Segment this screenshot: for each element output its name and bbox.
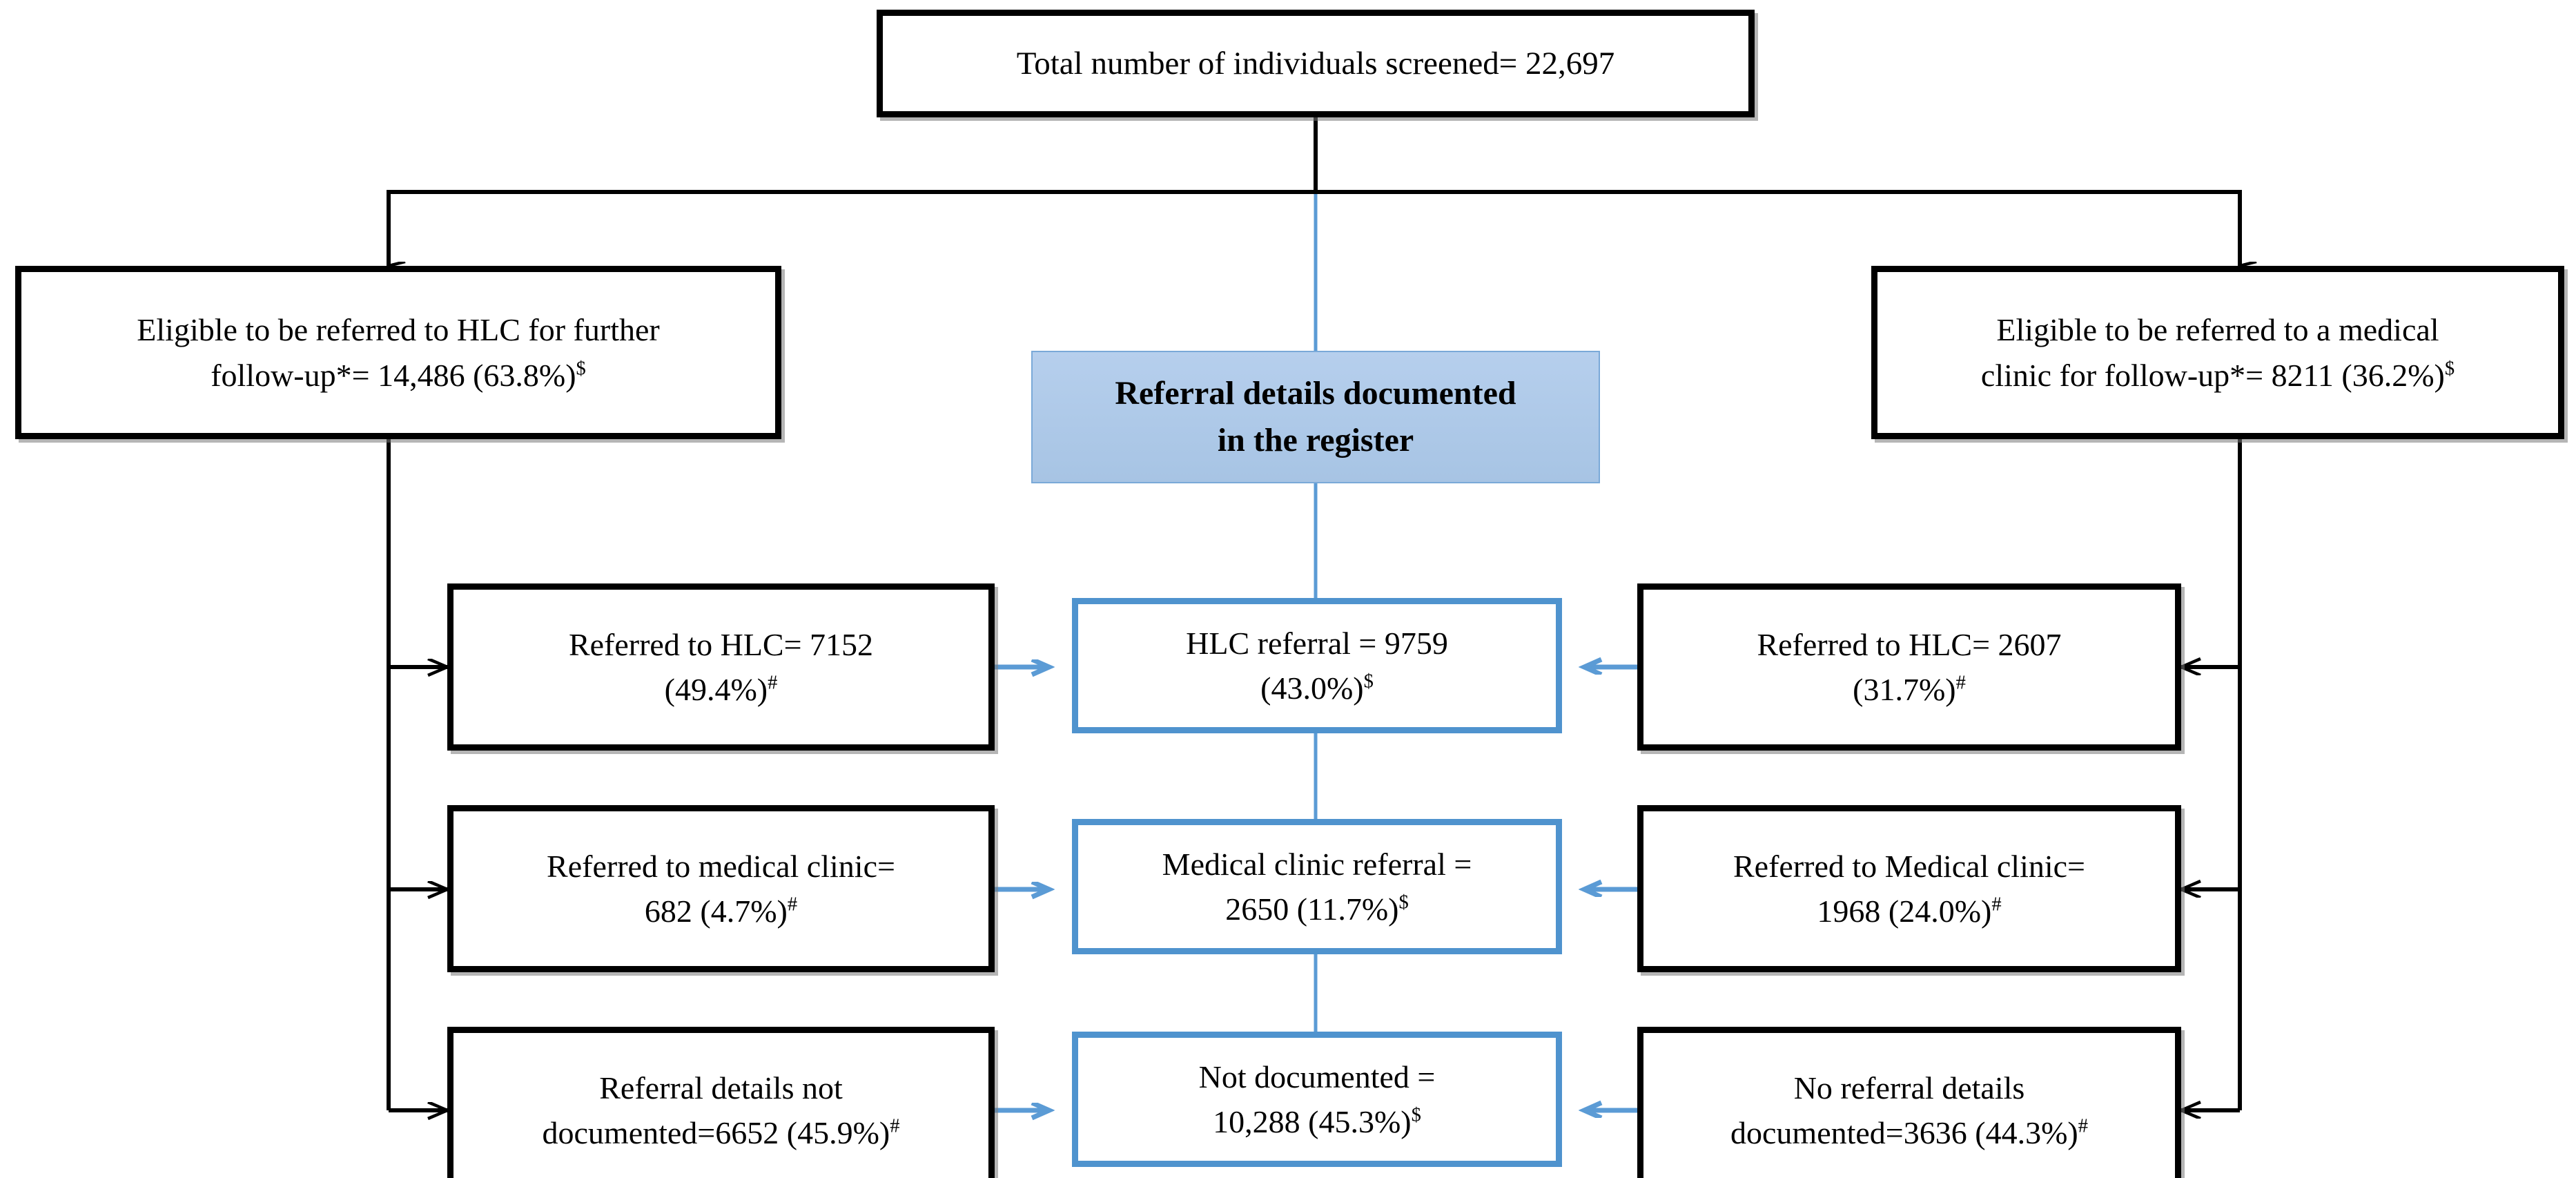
footnote-hash: # — [1955, 672, 1966, 694]
left-to-center-arrows — [995, 667, 1049, 1110]
register-header-line1: Referral details documented — [1115, 374, 1516, 412]
eligible-clinic-line1: Eligible to be referred to a medical — [1996, 312, 2439, 348]
total-screened-text: Total number of individuals screened= 22… — [1016, 45, 1615, 81]
eligible-hlc-line1: Eligible to be referred to HLC for furth… — [137, 312, 660, 348]
center-notdoc-line2: 10,288 (45.3%)$ — [1213, 1104, 1421, 1139]
node-right-clinic[interactable]: Referred to Medical clinic= 1968 (24.0%)… — [1637, 805, 2181, 972]
node-center-clinic[interactable]: Medical clinic referral = 2650 (11.7%)$ — [1072, 819, 1562, 954]
right-to-center-arrows — [1584, 667, 1637, 1110]
footnote-dollar: $ — [1411, 1104, 1421, 1126]
node-total-screened[interactable]: Total number of individuals screened= 22… — [877, 10, 1755, 117]
footnote-hash: # — [787, 894, 798, 916]
left-notdoc-line1: Referral details not — [599, 1070, 843, 1105]
node-right-notdoc[interactable]: No referral details documented=3636 (44.… — [1637, 1027, 2181, 1178]
right-clinic-line2: 1968 (24.0%)# — [1817, 894, 2002, 929]
center-clinic-line1: Medical clinic referral = — [1162, 846, 1472, 882]
right-spine-connector — [2181, 439, 2242, 1110]
footnote-hash: # — [768, 672, 778, 694]
node-left-hlc[interactable]: Referred to HLC= 7152 (49.4%)# — [447, 583, 995, 751]
right-hlc-line1: Referred to HLC= 2607 — [1757, 626, 2062, 662]
center-notdoc-line1: Not documented = — [1198, 1059, 1436, 1094]
center-hlc-line1: HLC referral = 9759 — [1186, 625, 1448, 661]
footnote-hash: # — [1991, 894, 2002, 916]
footnote-hash: # — [2078, 1115, 2088, 1137]
left-notdoc-line2: documented=6652 (45.9%)# — [542, 1115, 900, 1150]
left-spine-connector — [387, 439, 447, 1110]
eligible-hlc-line2: follow-up*= 14,486 (63.8%)$ — [211, 357, 586, 393]
footnote-dollar: $ — [1363, 670, 1374, 693]
center-clinic-line2: 2650 (11.7%)$ — [1225, 891, 1409, 927]
right-notdoc-line1: No referral details — [1793, 1070, 2025, 1105]
eligible-clinic-line2: clinic for follow-up*= 8211 (36.2%)$ — [1980, 357, 2455, 393]
node-center-hlc[interactable]: HLC referral = 9759 (43.0%)$ — [1072, 598, 1562, 733]
footnote-dollar: $ — [576, 358, 586, 380]
top-split-connector — [387, 117, 2240, 266]
left-hlc-line1: Referred to HLC= 7152 — [568, 626, 874, 662]
node-left-notdoc[interactable]: Referral details not documented=6652 (45… — [447, 1027, 995, 1178]
right-hlc-line2: (31.7%)# — [1853, 672, 1966, 707]
node-left-clinic[interactable]: Referred to medical clinic= 682 (4.7%)# — [447, 805, 995, 972]
center-hlc-line2: (43.0%)$ — [1260, 670, 1374, 706]
right-clinic-line1: Referred to Medical clinic= — [1733, 848, 2085, 884]
left-hlc-line2: (49.4%)# — [664, 672, 778, 707]
footnote-hash: # — [890, 1115, 900, 1137]
footnote-dollar: $ — [1398, 891, 1409, 914]
footnote-dollar: $ — [2444, 358, 2455, 380]
node-eligible-clinic[interactable]: Eligible to be referred to a medical cli… — [1871, 266, 2564, 439]
node-right-hlc[interactable]: Referred to HLC= 2607 (31.7%)# — [1637, 583, 2181, 751]
node-center-notdoc[interactable]: Not documented = 10,288 (45.3%)$ — [1072, 1032, 1562, 1167]
register-header-line2: in the register — [1217, 422, 1414, 458]
node-eligible-hlc[interactable]: Eligible to be referred to HLC for furth… — [15, 266, 781, 439]
left-clinic-line1: Referred to medical clinic= — [547, 848, 895, 884]
node-register-header[interactable]: Referral details documented in the regis… — [1031, 351, 1600, 483]
right-notdoc-line2: documented=3636 (44.3%)# — [1730, 1115, 2088, 1150]
left-clinic-line2: 682 (4.7%)# — [644, 894, 798, 929]
